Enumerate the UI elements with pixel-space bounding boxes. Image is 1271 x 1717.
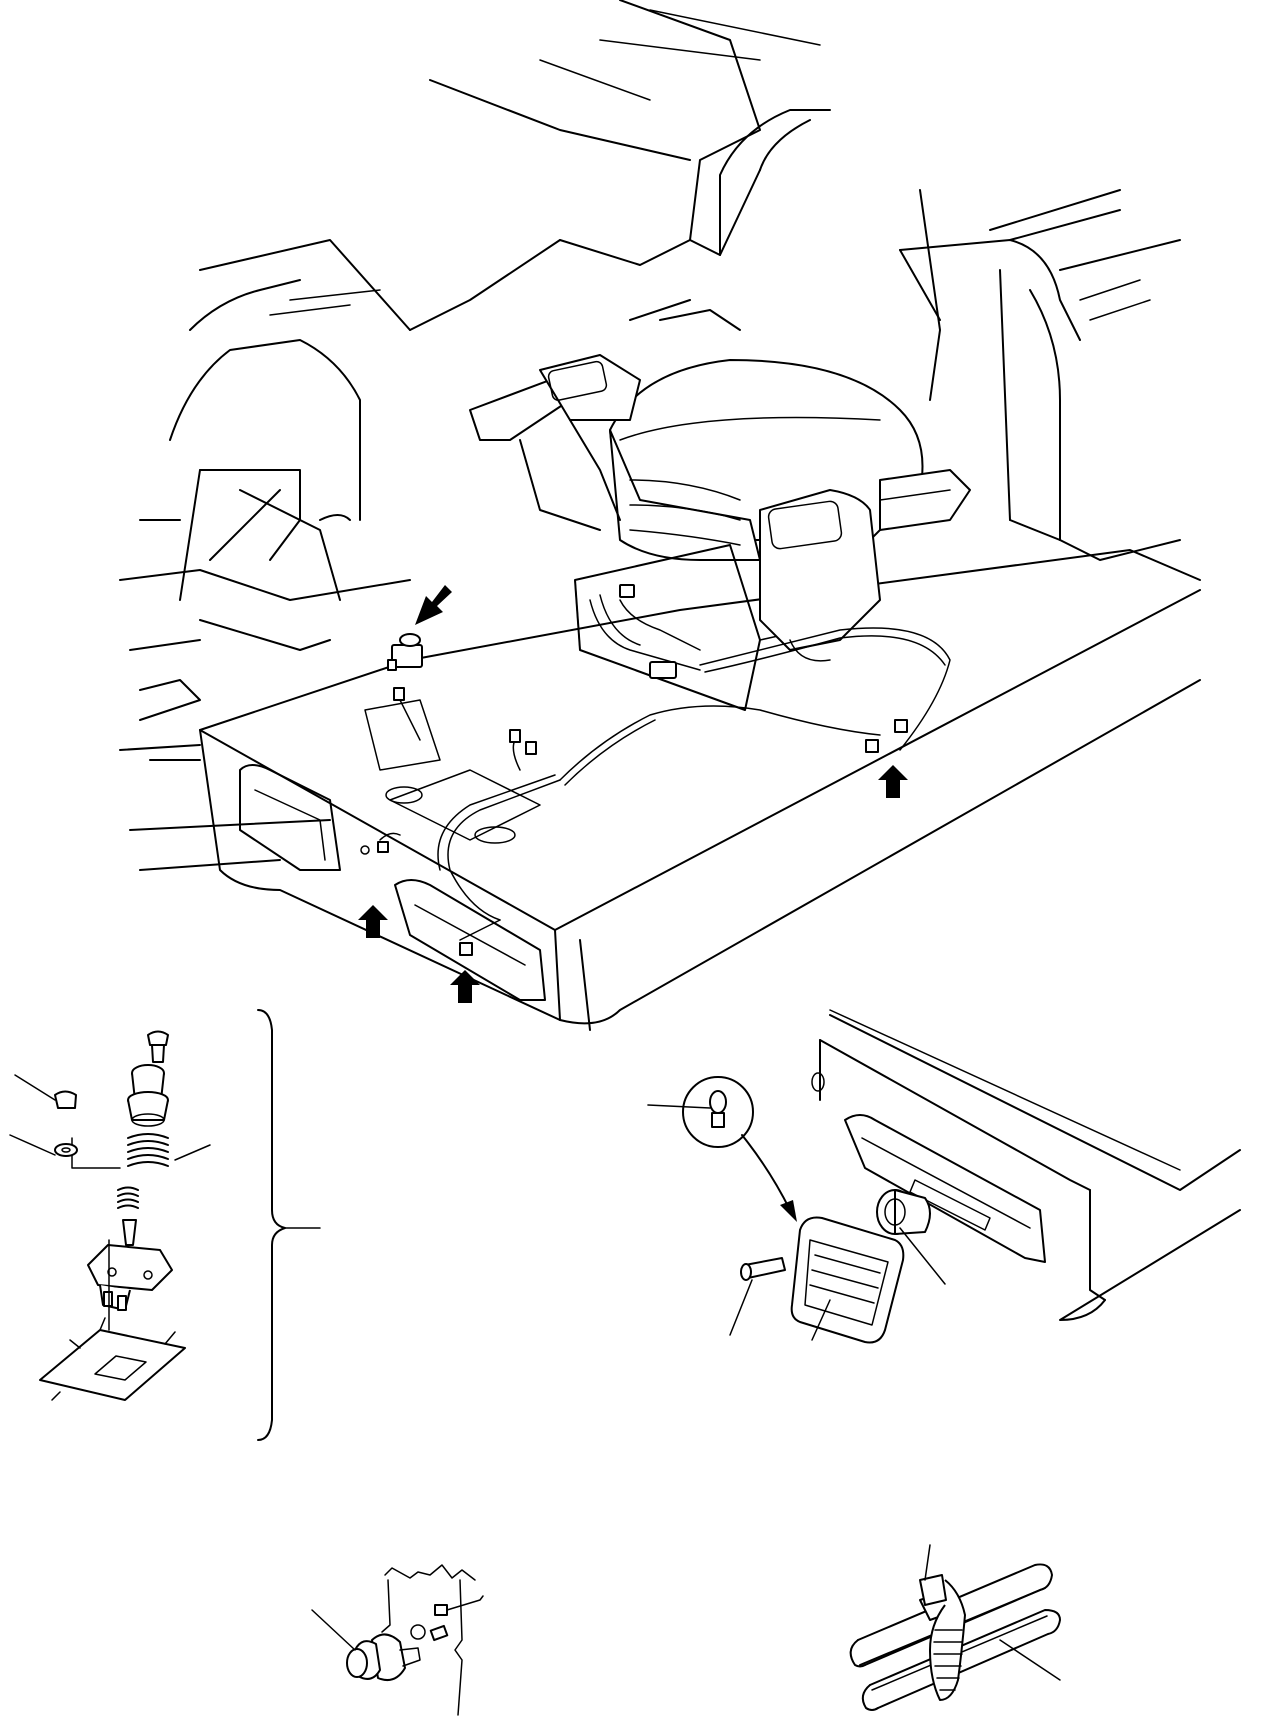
cable-tie-detail — [849, 1544, 1061, 1711]
seat-switch — [387, 633, 423, 671]
floor-plate — [199, 549, 1201, 1031]
cab-enclosure — [119, 0, 1181, 871]
callout-arrows — [358, 585, 908, 1003]
operator-seat — [469, 299, 971, 711]
arrow-seat-switch — [415, 585, 452, 625]
rear-lamp-detail — [647, 1009, 1241, 1344]
push-switch-detail — [311, 1564, 484, 1716]
arrow-harness-right — [878, 765, 908, 798]
switch-assembly-detail — [9, 1009, 321, 1441]
arrow-connector-front — [450, 970, 480, 1003]
arrow-ground-left — [358, 905, 388, 938]
wiring-harness — [360, 584, 951, 956]
